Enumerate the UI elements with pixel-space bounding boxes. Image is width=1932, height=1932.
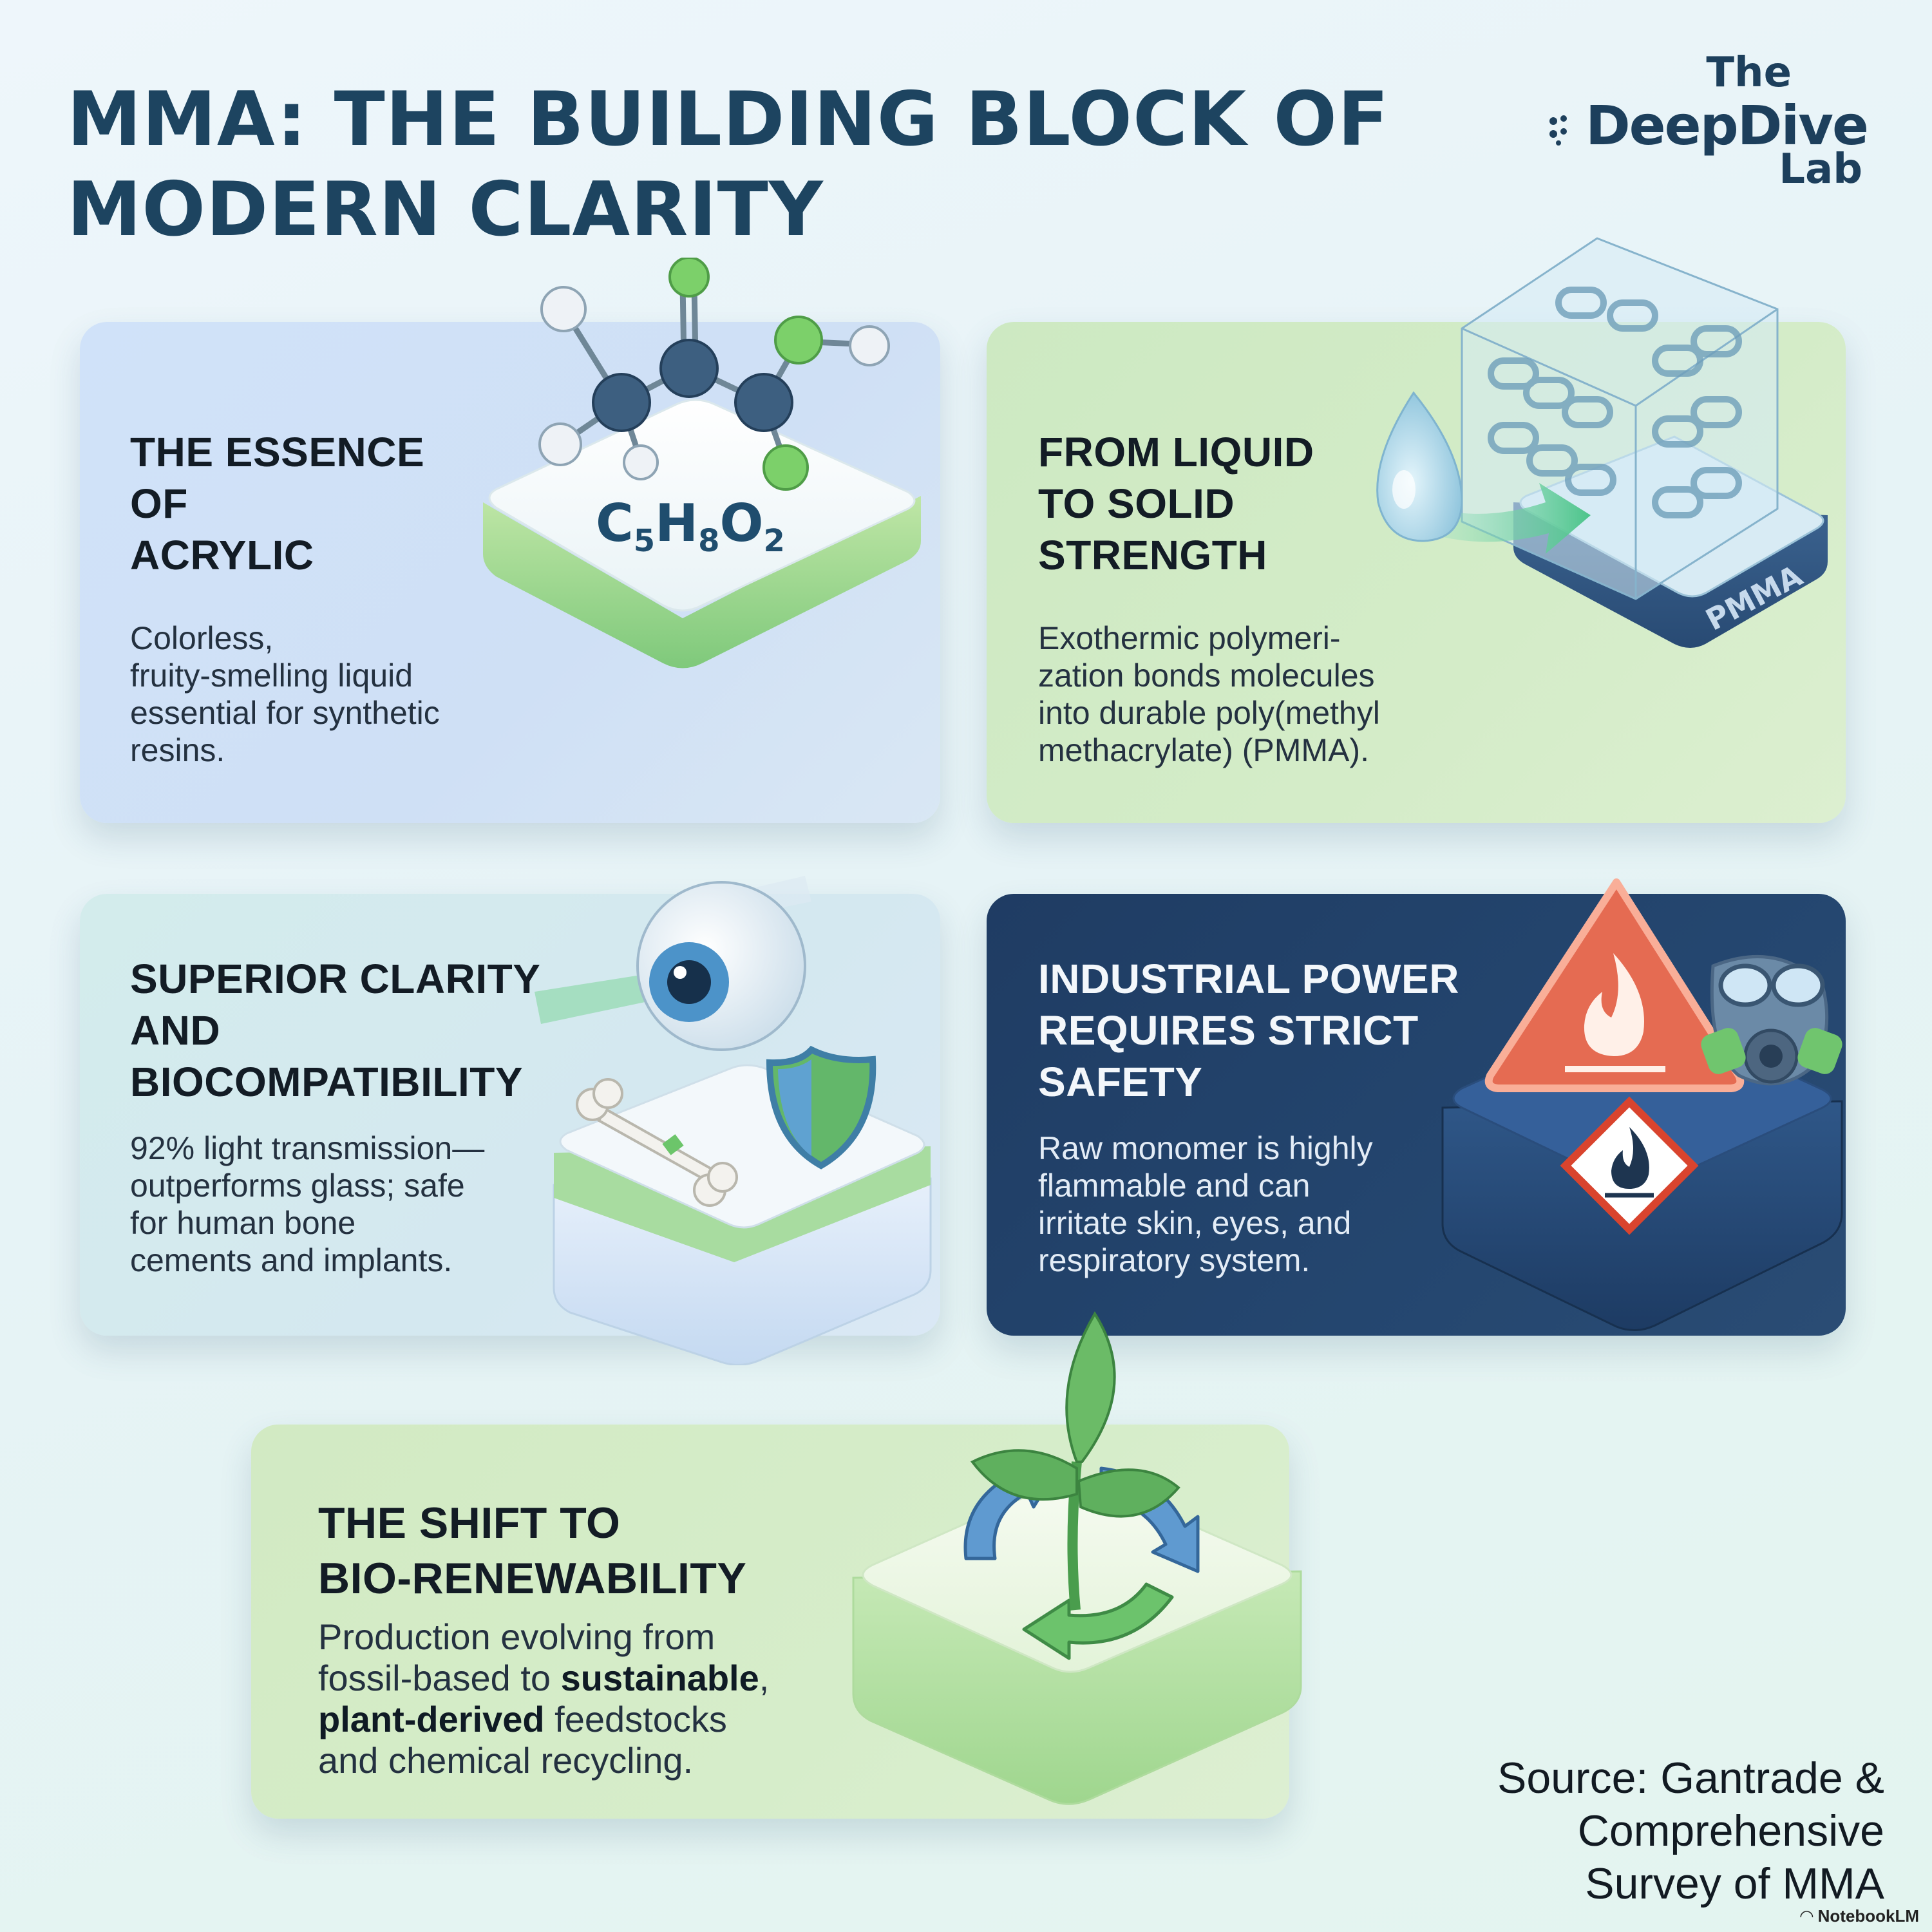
heading-line: REQUIRES STRICT bbox=[1038, 1007, 1419, 1054]
brand-line-2: DeepDive bbox=[1585, 94, 1869, 157]
eye-bone-shield-icon bbox=[535, 876, 932, 1365]
body-line: for human bone bbox=[130, 1205, 356, 1241]
title-line-1: MMA: THE BUILDING BLOCK OF bbox=[67, 76, 1390, 163]
heading-line: SAFETY bbox=[1038, 1059, 1203, 1105]
heading-line: THE ESSENCE bbox=[130, 429, 425, 475]
heading-line: OF bbox=[130, 480, 188, 527]
card-heading: SUPERIOR CLARITY AND BIOCOMPATIBILITY bbox=[130, 953, 540, 1108]
heading-line: ACRYLIC bbox=[130, 532, 314, 578]
body-line: methacrylate) (PMMA). bbox=[1038, 732, 1369, 768]
body-line: into durable poly(methyl bbox=[1038, 695, 1380, 731]
heading-line: TO SOLID bbox=[1038, 480, 1235, 527]
card-body: Exothermic polymeri- zation bonds molecu… bbox=[1038, 620, 1380, 769]
card-body: 92% light transmission— outperforms glas… bbox=[130, 1130, 484, 1279]
formula-label: C5H8O2 bbox=[596, 493, 785, 559]
body-line: irritate skin, eyes, and bbox=[1038, 1205, 1352, 1241]
body-line: respiratory system. bbox=[1038, 1242, 1311, 1278]
polymer-cube-icon: PMMA bbox=[1365, 237, 1828, 648]
source-citation: Source: Gantrade & Comprehensive Survey … bbox=[1497, 1752, 1884, 1910]
brand-line-1: The bbox=[1706, 49, 1792, 97]
notebooklm-logo-icon: ◠ bbox=[1800, 1906, 1818, 1926]
body-text: fossil-based to bbox=[318, 1658, 561, 1698]
card-heading: INDUSTRIAL POWER REQUIRES STRICT SAFETY bbox=[1038, 953, 1459, 1108]
card-heading: THE ESSENCE OF ACRYLIC bbox=[130, 426, 424, 581]
body-line: resins. bbox=[130, 732, 225, 768]
title-line-2: MODERN CLARITY bbox=[67, 166, 824, 253]
body-line: outperforms glass; safe bbox=[130, 1168, 465, 1204]
source-line: Source: Gantrade & bbox=[1497, 1754, 1884, 1803]
heading-line: AND bbox=[130, 1007, 221, 1054]
body-text: , bbox=[759, 1658, 770, 1698]
body-line: Raw monomer is highly bbox=[1038, 1130, 1373, 1166]
gas-mask-icon bbox=[1701, 954, 1842, 1086]
body-line: essential for synthetic bbox=[130, 695, 440, 731]
source-line: Comprehensive bbox=[1577, 1806, 1884, 1855]
body-emphasis: plant-derived bbox=[318, 1699, 545, 1739]
body-line: and chemical recycling. bbox=[318, 1740, 694, 1781]
body-line: fruity-smelling liquid bbox=[130, 658, 413, 694]
source-line: Survey of MMA bbox=[1585, 1859, 1884, 1908]
body-line: fossil-based to sustainable, bbox=[318, 1658, 769, 1699]
brand-dots-icon bbox=[1549, 115, 1567, 146]
body-line: cements and implants. bbox=[130, 1242, 453, 1278]
body-emphasis: sustainable bbox=[560, 1658, 759, 1698]
body-line: Production evolving from bbox=[318, 1616, 715, 1657]
heading-line: BIO-RENEWABILITY bbox=[318, 1554, 747, 1603]
heading-line: SUPERIOR CLARITY bbox=[130, 956, 541, 1002]
molecule-icon: C5H8O2 bbox=[483, 258, 921, 668]
notebooklm-credit: ◠ NotebookLM bbox=[1800, 1906, 1919, 1926]
body-line: zation bonds molecules bbox=[1038, 658, 1375, 694]
heading-line: INDUSTRIAL POWER bbox=[1038, 956, 1459, 1002]
heading-line: FROM LIQUID bbox=[1038, 429, 1314, 475]
body-line: Exothermic polymeri- bbox=[1038, 620, 1341, 656]
card-heading: THE SHIFT TO BIO-RENEWABILITY bbox=[318, 1495, 746, 1606]
card-body: Colorless, fruity-smelling liquid essent… bbox=[130, 620, 440, 769]
body-line: plant-derived feedstocks bbox=[318, 1699, 769, 1740]
page-title: MMA: THE BUILDING BLOCK OF MODERN CLARIT… bbox=[67, 75, 1389, 255]
flammable-warning-icon bbox=[1441, 878, 1843, 1331]
body-line: 92% light transmission— bbox=[130, 1130, 485, 1166]
card-body: Raw monomer is highly flammable and can … bbox=[1038, 1130, 1373, 1279]
card-body: Production evolving from fossil-based to… bbox=[318, 1616, 769, 1781]
body-line: flammable and can bbox=[1038, 1168, 1311, 1204]
heading-line: BIOCOMPATIBILITY bbox=[130, 1059, 524, 1105]
heading-line: STRENGTH bbox=[1038, 532, 1267, 578]
body-text: feedstocks bbox=[544, 1699, 727, 1739]
card-heading: FROM LIQUID TO SOLID STRENGTH bbox=[1038, 426, 1314, 581]
sprout-recycle-icon bbox=[852, 1311, 1302, 1805]
heading-line: THE SHIFT TO bbox=[318, 1499, 621, 1548]
brand-line-3: Lab bbox=[1779, 146, 1862, 193]
credit-label: NotebookLM bbox=[1817, 1906, 1919, 1926]
body-line: Colorless, bbox=[130, 620, 274, 656]
